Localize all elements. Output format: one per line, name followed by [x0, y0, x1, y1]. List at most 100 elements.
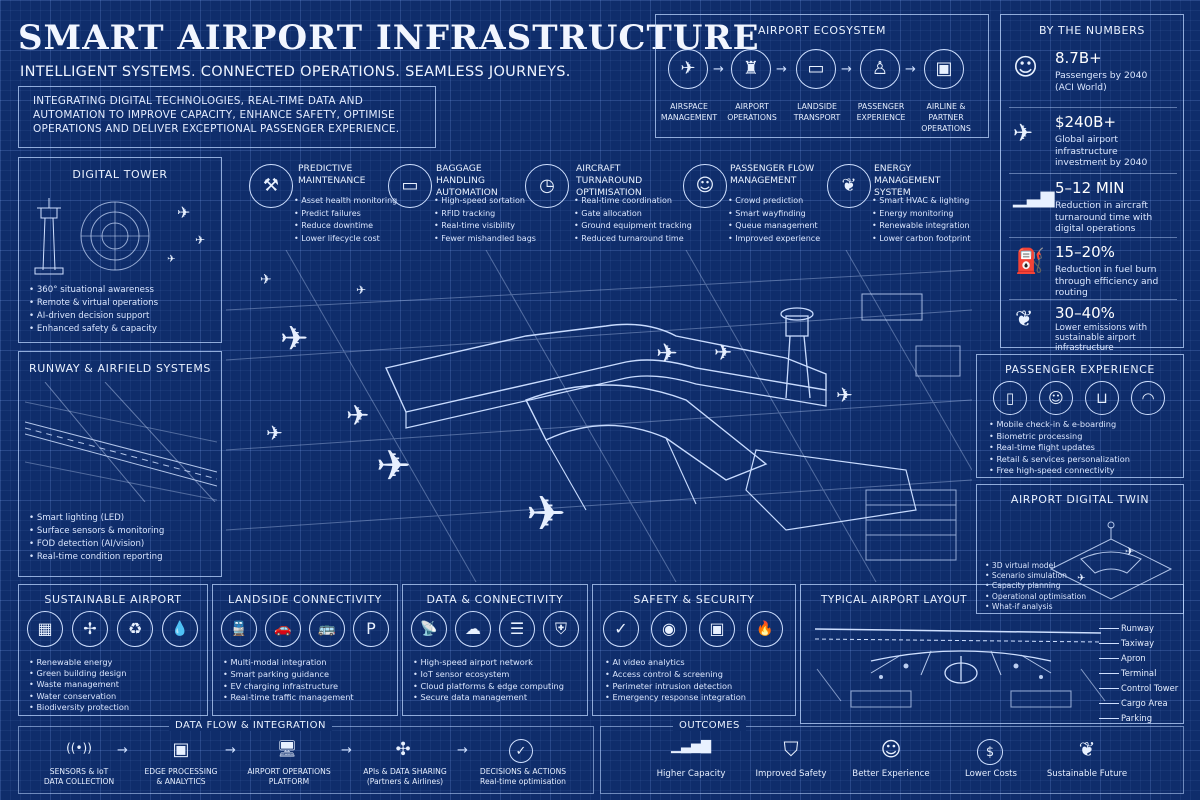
list-item: 3D virtual model: [985, 561, 1086, 571]
shield-check-icon: ⛉: [783, 737, 799, 761]
dollar-icon: $: [977, 739, 1003, 765]
dataflow-title: DATA FLOW & INTEGRATION: [169, 720, 332, 731]
wind-turbine-icon: ✢: [72, 611, 108, 647]
growth-chart-icon: ▁▃▆: [1013, 187, 1055, 208]
dataflow-step: EDGE PROCESSING& ANALYTICS: [144, 767, 218, 786]
passenger-experience-list: Mobile check-in & e-boarding Biometric p…: [989, 419, 1130, 477]
digital-tower-list: 360° situational awareness Remote & virt…: [29, 284, 158, 336]
smiley-icon: ☺: [880, 737, 902, 761]
feature-title: PREDICTIVE MAINTENANCE: [298, 163, 366, 186]
kpi-text: Reduction in fuel burn through efficienc…: [1055, 264, 1159, 298]
runway-title: RUNWAY & AIRFIELD SYSTEMS: [28, 362, 211, 375]
panel-list: Multi-modal integration Smart parking gu…: [223, 657, 354, 704]
list-item: Renewable integration: [872, 220, 971, 233]
data-connectivity-panel: DATA & CONNECTIVITY 📡 ☁ ☰ ⛨ High-speed a…: [402, 584, 588, 716]
person-icon: ♙: [860, 49, 900, 89]
svg-text:✈: ✈: [167, 254, 175, 265]
panel-list: AI video analytics Access control & scre…: [605, 657, 746, 704]
solar-panel-icon: ▦: [27, 611, 63, 647]
airport-layout-map: [814, 628, 1106, 708]
arrow-icon: →: [776, 62, 787, 77]
people-icon: ☺: [1013, 53, 1039, 81]
svg-text:✈: ✈: [714, 341, 732, 366]
list-item: Predict failures: [294, 208, 397, 221]
id-card-icon: ▣: [699, 611, 735, 647]
feature-title: BAGGAGE HANDLING AUTOMATION: [436, 163, 498, 198]
layout-label-control-tower: Control Tower: [1121, 683, 1179, 693]
list-item: IoT sensor ecosystem: [413, 669, 564, 681]
network-icon: ✣: [395, 739, 411, 760]
page-subtitle: INTELLIGENT SYSTEMS. CONNECTED OPERATION…: [20, 64, 571, 80]
arrow-icon: →: [713, 62, 724, 77]
list-item: Renewable energy: [29, 657, 129, 668]
shopping-bag-icon: ⊔: [1085, 381, 1119, 415]
list-item: EV charging infrastructure: [223, 681, 354, 693]
layout-label-cargo-area: Cargo Area: [1121, 698, 1168, 708]
layout-legend: Runway Taxiway Apron Terminal Control To…: [1121, 621, 1178, 726]
outcome-label: Lower Costs: [964, 769, 1018, 779]
leaf-icon: ❦: [1015, 307, 1034, 332]
list-item: Retail & services personalization: [989, 454, 1130, 466]
shield-lock-icon: ⛨: [543, 611, 579, 647]
digital-tower-panel: DIGITAL TOWER ✈ ✈ ✈ 360° situational awa…: [18, 157, 222, 343]
arrow-icon: →: [225, 743, 236, 758]
list-item: Fewer mishandled bags: [434, 233, 536, 246]
list-item: Real-time coordination: [574, 195, 692, 208]
runway-illustration: [25, 382, 217, 502]
list-item: Perimeter intrusion detection: [605, 681, 746, 693]
water-drop-icon: 💧: [162, 611, 198, 647]
kpi-value: 8.7B+: [1055, 49, 1102, 67]
list-item: Smart lighting (LED): [29, 512, 164, 525]
antenna-icon: 📡: [411, 611, 447, 647]
list-item: Cloud platforms & edge computing: [413, 681, 563, 693]
list-item: Multi-modal integration: [223, 657, 354, 669]
layout-label-taxiway: Taxiway: [1121, 638, 1155, 648]
page-title: SMART AIRPORT INFRASTRUCTURE: [18, 18, 760, 58]
list-item: 360° situational awareness: [29, 284, 158, 297]
arrow-icon: →: [457, 743, 468, 758]
list-item: Remote & virtual operations: [29, 297, 158, 310]
fuel-pump-icon: ⛽: [1015, 247, 1045, 275]
list-item: Green building design: [29, 668, 129, 679]
list-item: Emergency response integration: [605, 692, 746, 704]
list-item: Asset health monitoring: [294, 195, 397, 208]
list-item: Enhanced safety & capacity: [29, 323, 158, 336]
svg-text:✈: ✈: [260, 272, 272, 288]
list-item: FOD detection (AI/vision): [29, 538, 164, 551]
safety-security-panel: SAFETY & SECURITY ✓ ◉ ▣ 🔥 AI video analy…: [592, 584, 796, 716]
passenger-experience-title: PASSENGER EXPERIENCE: [1005, 363, 1155, 376]
face-id-icon: ☺: [1039, 381, 1073, 415]
feature-title: PASSENGER FLOW MANAGEMENT: [730, 163, 815, 186]
svg-text:✈: ✈: [526, 486, 566, 542]
intro-box: INTEGRATING DIGITAL TECHNOLOGIES, REAL-T…: [18, 86, 436, 148]
divider: [1009, 173, 1177, 174]
list-item: Access control & screening: [605, 669, 746, 681]
panel-list: Renewable energy Green building design W…: [29, 657, 129, 713]
panel-title: SAFETY & SECURITY: [633, 593, 755, 606]
panel-title: LANDSIDE CONNECTIVITY: [228, 593, 382, 606]
ecosystem-panel: AIRPORT ECOSYSTEM ✈ → ♜ → ▭ → ♙ → ▣ AIRS…: [655, 14, 989, 138]
list-item: Operational optimisation: [985, 592, 1086, 602]
mobile-phone-icon: ▯: [993, 381, 1027, 415]
digital-twin-panel: AIRPORT DIGITAL TWIN ✈ ✈ 3D virtual mode…: [976, 484, 1184, 614]
feature-title: AIRCRAFT TURNAROUND OPTIMISATION: [576, 163, 643, 198]
sustainable-airport-panel: SUSTAINABLE AIRPORT ▦ ✢ ♻ 💧 Renewable en…: [18, 584, 208, 716]
list-item: Real-time flight updates: [989, 442, 1130, 454]
list-item: RFID tracking: [434, 208, 536, 221]
feature-list: Real-time coordination Gate allocation G…: [574, 195, 692, 245]
list-item: Surface sensors & monitoring: [29, 525, 165, 538]
people-icon: ☺: [683, 164, 727, 208]
list-item: Energy monitoring: [872, 208, 971, 221]
list-item: Reduced turnaround time: [574, 233, 692, 246]
arrow-icon: →: [905, 62, 916, 77]
list-item: Ground equipment tracking: [574, 220, 692, 233]
cloud-icon: ☁: [455, 611, 491, 647]
sensor-icon: ((•)): [66, 741, 92, 755]
ecosystem-title: AIRPORT ECOSYSTEM: [757, 24, 887, 37]
outcome-label: Higher Capacity: [656, 769, 726, 779]
fire-icon: 🔥: [747, 611, 783, 647]
